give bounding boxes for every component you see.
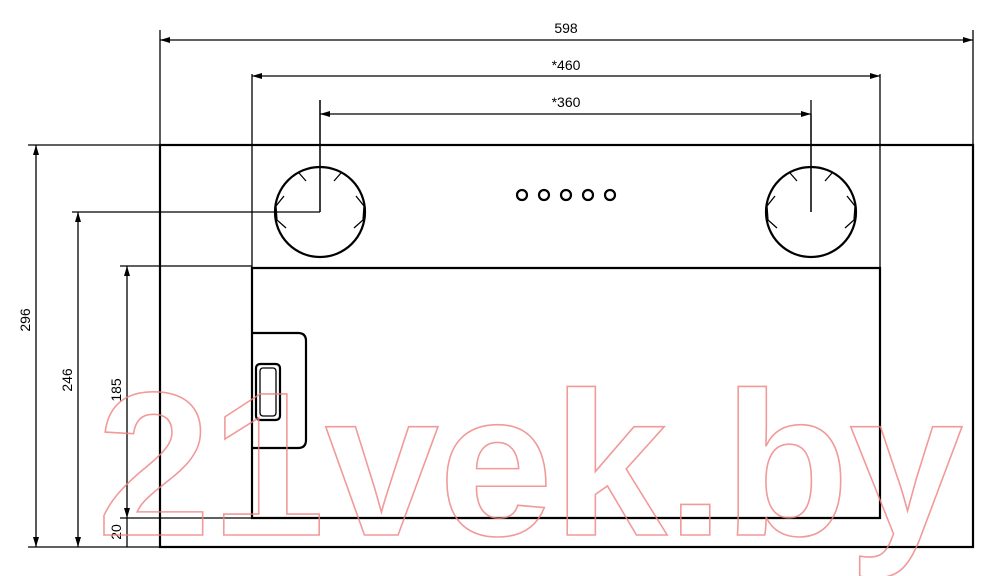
right-duct-opening xyxy=(764,114,858,259)
left-duct-opening xyxy=(273,100,367,259)
dimension-460-label: *460 xyxy=(552,57,581,73)
dimension-185: 185 xyxy=(108,265,252,518)
dimension-246-label: 246 xyxy=(59,368,75,392)
control-button[interactable] xyxy=(603,188,617,202)
dimension-360-label: *360 xyxy=(552,94,581,110)
control-button[interactable] xyxy=(581,188,595,202)
control-button[interactable] xyxy=(559,188,573,202)
dimension-20-label: 20 xyxy=(108,524,124,540)
dimension-598-label: 598 xyxy=(554,20,578,36)
dimension-246: 246 xyxy=(59,211,320,547)
dimension-296: 296 xyxy=(17,144,160,548)
watermark-21vek: 21vek.by xyxy=(97,350,963,576)
dimension-598: 598 xyxy=(159,20,974,145)
dimension-360: *360 xyxy=(319,94,812,212)
dimension-185-label: 185 xyxy=(108,378,124,402)
dimension-460: *460 xyxy=(252,57,880,79)
control-button[interactable] xyxy=(537,188,551,202)
filter-panel-outline xyxy=(250,266,882,520)
control-panel xyxy=(515,188,617,202)
hood-body-outline xyxy=(158,143,975,549)
control-button[interactable] xyxy=(515,188,529,202)
filter-latch xyxy=(252,331,308,450)
dimension-20: 20 xyxy=(108,517,252,547)
dimension-296-label: 296 xyxy=(17,308,33,332)
